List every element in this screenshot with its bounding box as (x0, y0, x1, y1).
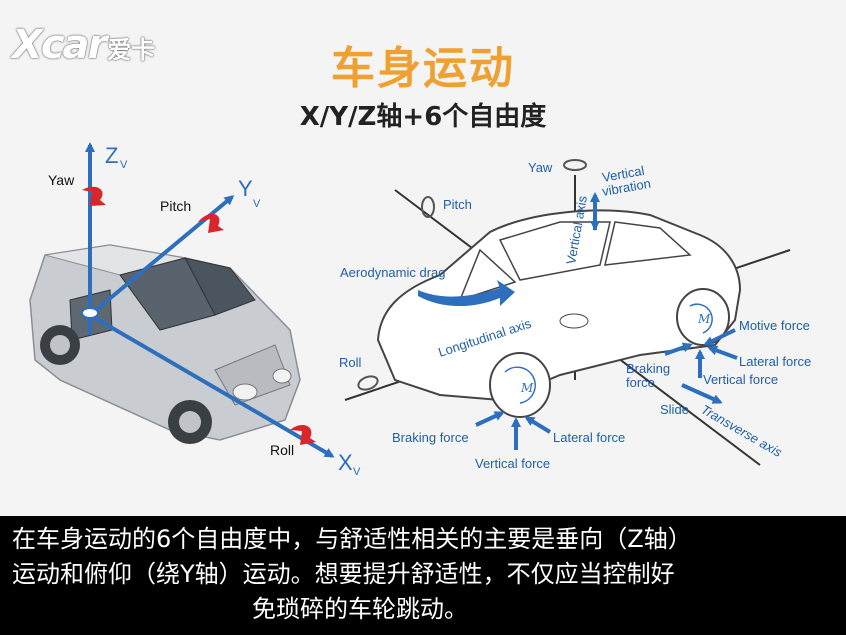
vertical-vibration-label-1: Vertical (601, 163, 646, 185)
aero-drag-label: Aerodynamic drag (340, 265, 446, 280)
front-wheel-m: M (520, 381, 534, 395)
braking-force-rear-arrow (664, 342, 693, 356)
braking-force-rear-label-2: force (626, 375, 655, 390)
van-illustration (29, 244, 301, 444)
yaw-rotation-icon-right (563, 159, 587, 171)
lateral-force-front-label: Lateral force (553, 430, 625, 445)
roll-label-right: Roll (339, 355, 362, 370)
slide-arrow (681, 383, 723, 404)
x-axis-label: X (338, 450, 353, 475)
braking-force-front-label: Braking force (392, 430, 469, 445)
roll-label-left: Roll (270, 442, 294, 458)
logo-cn: 爱卡 (107, 36, 156, 64)
vertical-force-rear-label: Vertical force (703, 372, 778, 387)
front-wheel (489, 352, 551, 418)
y-axis-label: Y (238, 176, 253, 201)
lateral-force-front-arrow (524, 416, 552, 434)
caption-text: 在车身运动的6个自由度中，与舒适性相关的主要是垂向（Z轴） 运动和俯仰（绕Y轴）… (12, 525, 692, 623)
motive-force-arrow (703, 328, 736, 346)
braking-force-front-arrow (475, 411, 505, 427)
pitch-label-right: Pitch (443, 197, 472, 212)
slide-label: Slide (660, 402, 689, 417)
y-axis-sub: V (253, 198, 261, 210)
x-axis-line (88, 313, 335, 458)
z-axis-sub: V (120, 159, 128, 171)
pitch-rotation-icon (198, 213, 224, 233)
page-title: 车身运动 (331, 43, 515, 94)
pitch-rotation-icon-right (421, 196, 435, 218)
pitch-label-left: Pitch (160, 198, 191, 214)
right-car-diagram: M M Yaw Vertical vibration Vertical axis… (339, 159, 811, 471)
roll-rotation-icon (290, 424, 316, 445)
braking-force-rear-label-1: Braking (626, 361, 670, 376)
rear-wheel-m: M (697, 312, 711, 326)
rear-wheel (676, 288, 730, 346)
z-axis-label: Z (105, 143, 118, 168)
motion-diagram: Z V Y V X V Yaw Pitch Roll M M (29, 142, 811, 478)
lateral-force-rear-label: Lateral force (739, 354, 811, 369)
motive-force-label: Motive force (739, 318, 810, 333)
page-subtitle: X/Y/Z轴+6个自由度 (299, 102, 547, 132)
aero-drag-arrow (418, 280, 515, 307)
yaw-rotation-icon (82, 186, 106, 206)
lateral-force-rear-arrow (707, 345, 738, 360)
yaw-label-right: Yaw (528, 160, 553, 175)
roll-rotation-icon-right (357, 375, 379, 391)
xcar-logo: Xcar 爱卡 (12, 22, 155, 68)
x-axis-sub: V (353, 466, 361, 478)
vertical-force-front-label: Vertical force (475, 456, 550, 471)
logo-mark: Xcar (12, 22, 107, 68)
left-van-diagram: Z V Y V X V Yaw Pitch Roll (29, 142, 361, 478)
caption-bar (0, 516, 846, 635)
yaw-label-left: Yaw (48, 172, 75, 188)
